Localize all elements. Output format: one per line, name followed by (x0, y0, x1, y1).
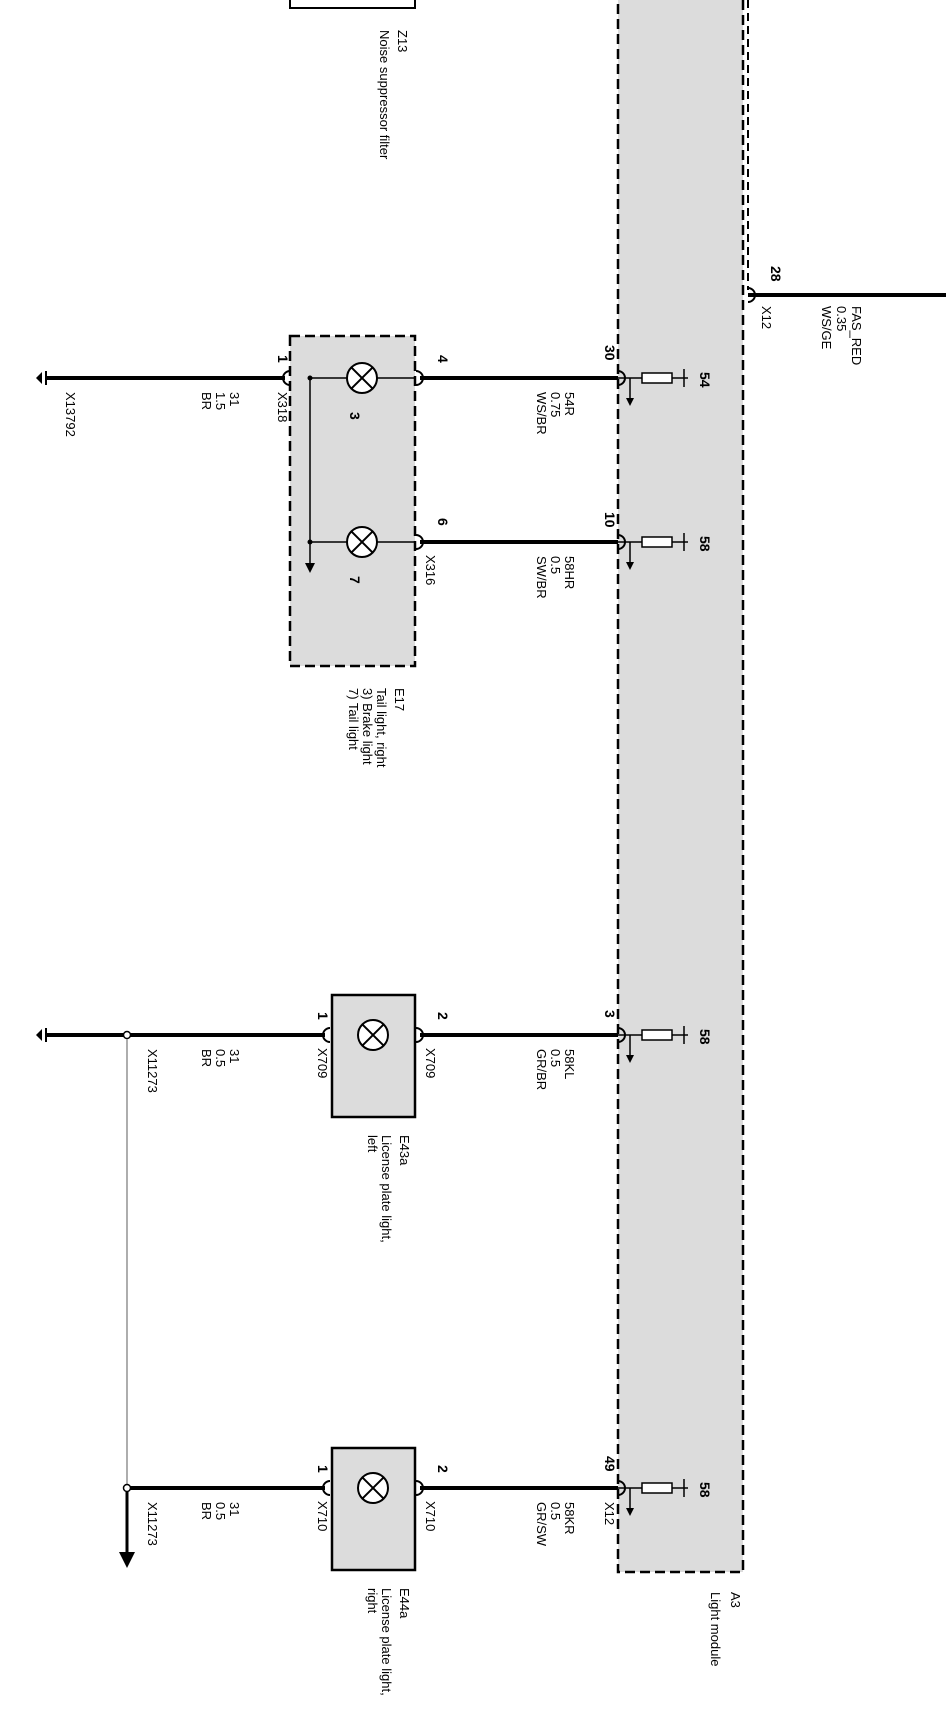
pin-49-label: 49 (602, 1456, 618, 1472)
x709a-label: X709 (315, 1048, 330, 1078)
wire-58kl: 3 2 X709 58KL 0.5 GR/BR (415, 1010, 626, 1090)
x318-label: X318 (275, 392, 290, 422)
fas-red-size: 0.35 (834, 306, 849, 331)
lm-driver-58-hr: 58 (617, 532, 713, 571)
w58kl-size: 0.5 (548, 1049, 563, 1067)
tail-light-e17: 3 7 E17 Tail light, right 3) Brake light… (288, 334, 417, 768)
g2-size: 0.5 (213, 1049, 228, 1067)
e17-desc2: 3) Brake light (360, 688, 375, 765)
x316-label: X316 (423, 555, 438, 585)
w58kl-color: GR/BR (534, 1049, 549, 1090)
z13-desc: Noise suppressor filter (377, 30, 392, 160)
lm-driver-58-kr: 58 (617, 1478, 713, 1517)
lm-int-58-kl: 58 (697, 1029, 713, 1045)
z13-id: Z13 (395, 30, 410, 52)
lm-int-58-hr: 58 (697, 536, 713, 552)
w58hr-signal: 58HR (562, 556, 577, 589)
lm-driver-54: 54 (617, 368, 713, 407)
wire-ground-e44a: 1 X710 31 0.5 BR X11273 (119, 1465, 331, 1568)
w58kr-signal: 58KR (562, 1502, 577, 1535)
g3-ground: X11273 (145, 1502, 160, 1546)
w58kr-color: GR/SW (534, 1502, 549, 1547)
g2-color: BR (199, 1049, 214, 1067)
g1-color: BR (199, 392, 214, 410)
wire-54r: 30 4 54R 0.75 WS/BR (415, 345, 626, 435)
g2-ground: X11273 (145, 1049, 160, 1093)
e43-pin-1: 1 (315, 1012, 331, 1020)
x709b-label: X709 (423, 1048, 438, 1078)
e44-pin-1: 1 (315, 1465, 331, 1473)
e43-pin-2: 2 (435, 1012, 451, 1020)
e17-desc1: Tail light, right (374, 688, 389, 768)
wire-ground-e43a: 1 X709 31 0.5 BR X11273 (36, 1012, 331, 1488)
x710a-label: X710 (315, 1501, 330, 1531)
fas-red-color: WS/GE (819, 306, 834, 350)
g3-signal: 31 (227, 1502, 242, 1516)
light-module-a3: A3 Light module (616, 0, 749, 1666)
lm-driver-58-kl: 58 (617, 1025, 713, 1064)
w54r-color: WS/BR (534, 392, 549, 435)
wire-58hr: 10 6 X316 58HR 0.5 SW/BR (415, 512, 626, 599)
e44a-desc2: right (365, 1588, 380, 1614)
x710b-label: X710 (423, 1501, 438, 1531)
g1-signal: 31 (227, 392, 242, 406)
e17-pin-6: 6 (435, 518, 451, 526)
g2-signal: 31 (227, 1049, 242, 1063)
e44-pin-2: 2 (435, 1465, 451, 1473)
fas-red-signal: FAS_RED (849, 306, 864, 365)
g3-size: 0.5 (213, 1502, 228, 1520)
g1-size: 1.5 (213, 392, 228, 410)
w54r-size: 0.75 (548, 392, 563, 417)
e43a-desc1: License plate light, (379, 1135, 394, 1243)
a3-desc: Light module (708, 1592, 723, 1666)
a3-id: A3 (728, 1592, 743, 1608)
lm-int-54: 54 (697, 372, 713, 388)
g1-ground: X13792 (63, 392, 78, 437)
e17-id: E17 (392, 688, 407, 711)
w58kr-size: 0.5 (548, 1502, 563, 1520)
e17-pin-1: 1 (275, 355, 291, 363)
license-light-left-e43a: E43a License plate light, left (330, 993, 417, 1243)
w58hr-color: SW/BR (534, 556, 549, 599)
w54r-signal: 54R (562, 392, 577, 416)
e17-pin-4: 4 (435, 355, 451, 363)
wire-58kr: 49 X12 2 X710 58KR 0.5 GR/SW (415, 1456, 626, 1547)
e43a-id: E43a (397, 1135, 412, 1166)
e17-bulb-7: 7 (347, 576, 363, 584)
pin-49-connector: X12 (602, 1502, 617, 1525)
e17-bulb-3: 3 (347, 412, 363, 420)
e17-desc3: 7) Tail light (346, 688, 361, 750)
w58hr-size: 0.5 (548, 556, 563, 574)
pin-3-label: 3 (602, 1010, 618, 1018)
w58kl-signal: 58KL (562, 1049, 577, 1079)
noise-suppressor-z13: Z13 Noise suppressor filter (289, 0, 416, 160)
pin-28-connector: X12 (759, 306, 774, 329)
pin-10-label: 10 (602, 512, 618, 528)
wire-ground-e17: 1 X318 31 1.5 BR X13792 (36, 355, 291, 437)
lm-int-58-kr: 58 (697, 1482, 713, 1498)
g3-color: BR (199, 1502, 214, 1520)
license-light-right-e44a: E44a License plate light, right (330, 1446, 417, 1696)
pin-28-label: 28 (768, 266, 784, 282)
e44a-desc1: License plate light, (379, 1588, 394, 1696)
pin-30-label: 30 (602, 345, 618, 361)
e43a-desc2: left (365, 1135, 380, 1153)
wire-fas-red: 28 X12 FAS_RED 0.35 WS/GE (747, 266, 946, 365)
e44a-id: E44a (397, 1588, 412, 1619)
